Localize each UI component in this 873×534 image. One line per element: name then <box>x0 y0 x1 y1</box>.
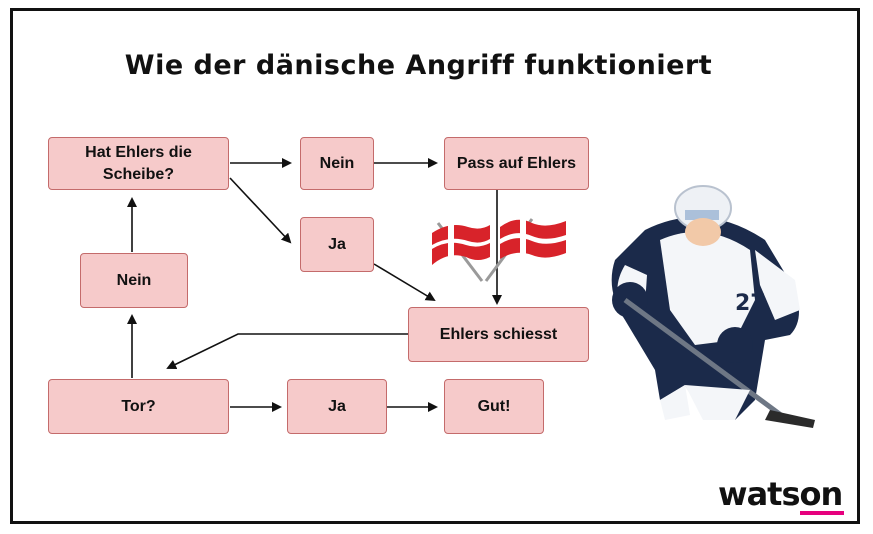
node-pass-auf-ehlers: Pass auf Ehlers <box>444 137 589 190</box>
watson-logo: watson <box>718 475 843 513</box>
node-gut: Gut! <box>444 379 544 434</box>
node-hat-ehlers: Hat Ehlers die Scheibe? <box>48 137 229 190</box>
crossed-danish-flags-icon <box>432 218 566 282</box>
node-ehlers-schiesst: Ehlers schiesst <box>408 307 589 362</box>
node-nein-left: Nein <box>80 253 188 308</box>
hockey-player-image: 27 <box>611 185 815 428</box>
logo-accent-bar <box>800 511 844 515</box>
jersey-number: 27 <box>735 291 766 316</box>
arrow-schiesst-to-tor <box>166 333 408 370</box>
diagram-title: Wie der dänische Angriff funktioniert <box>124 50 713 81</box>
node-ja-mid: Ja <box>300 217 374 272</box>
arrow-ja-to-schiesst <box>373 263 436 302</box>
node-tor: Tor? <box>48 379 229 434</box>
node-nein-top: Nein <box>300 137 374 190</box>
arrow-hat-to-ja <box>229 177 292 244</box>
node-ja-bottom: Ja <box>287 379 387 434</box>
